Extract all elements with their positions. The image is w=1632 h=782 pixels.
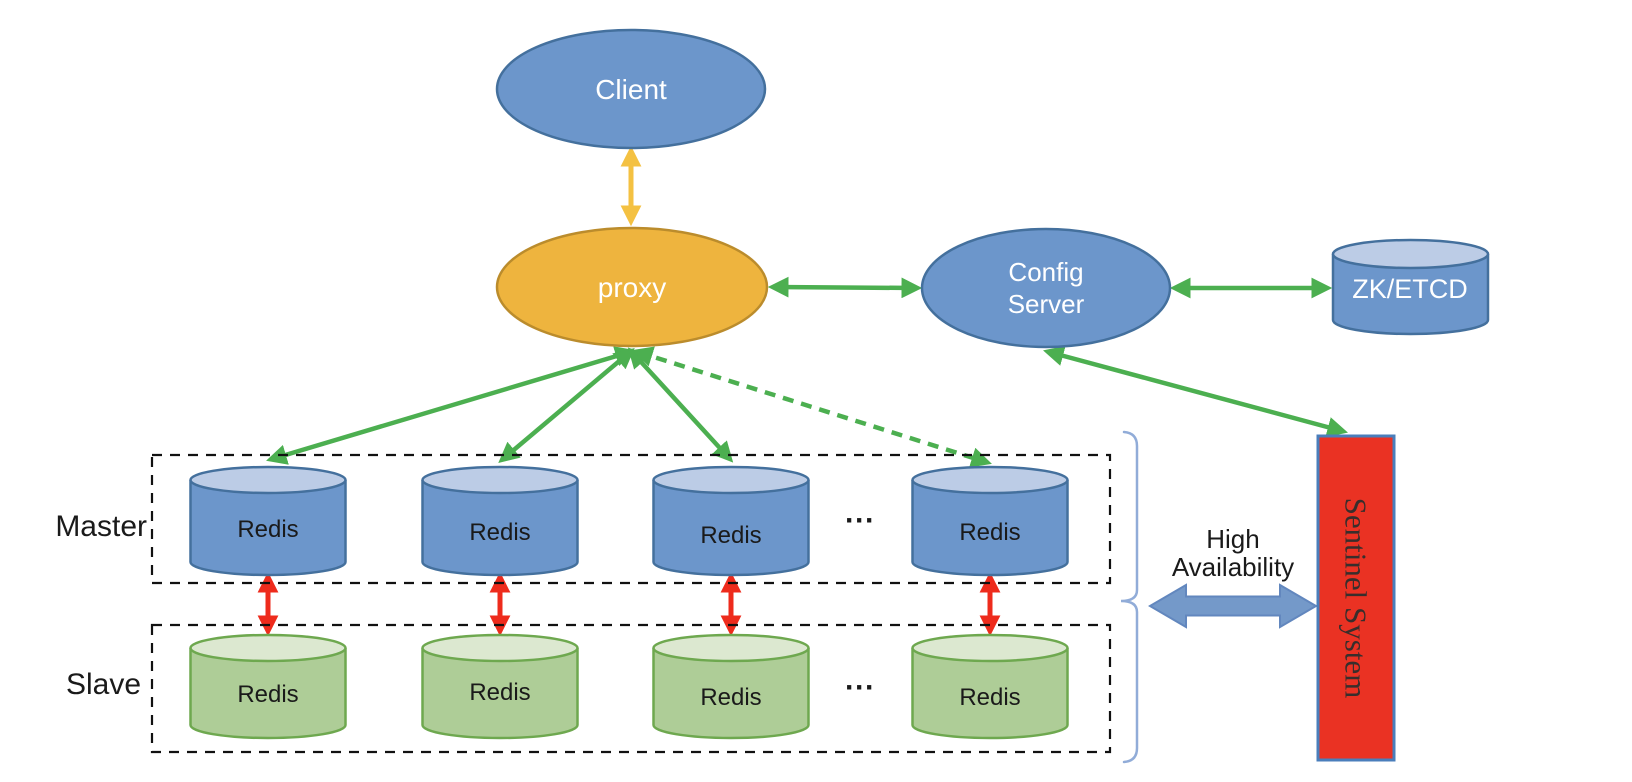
redis-master-3: Redis [652,465,810,577]
zk-etcd-cylinder-body [1331,254,1490,336]
master-ellipsis: ··· [845,504,875,537]
redis-master-1-top [189,465,347,495]
redis-master-4: Redis [911,465,1069,577]
high-availability-label-line2: Availability [1172,552,1294,582]
redis-slave-4-body [911,648,1069,740]
ha-group-brace [1120,430,1139,764]
master-row-label: Master [55,510,147,543]
redis-slave-2-label: Redis [469,679,530,706]
redis-slave-2-body [421,648,579,740]
slave-group-box [150,623,1112,754]
high-availability-arrow [1148,583,1318,629]
redis-slave-1-label: Redis [237,681,298,708]
redis-master-3-top [652,465,810,495]
redis-master-3-body [652,480,810,577]
config-server-label-line1: Config [1008,257,1083,287]
proxy-node [495,226,769,348]
redis-slave-3-top [652,633,810,663]
zk-etcd-cylinder: ZK/ETCD [1331,238,1490,336]
zk-etcd-cylinder-top [1331,238,1490,270]
redis-master-1-body [189,480,347,577]
redis-master-2-top [421,465,579,495]
zk-etcd-label: ZK/ETCD [1352,274,1468,304]
redis-master-4-body [911,480,1069,577]
redis-slave-3-body [652,648,810,740]
config-server-label-line2: Server [1008,289,1085,319]
redis-master-1-label: Redis [237,516,298,543]
proxy-configserver-arrow [767,276,923,299]
redis-slave-2-top [421,633,579,663]
sentinel-system-label: Sentinel System [1339,498,1374,699]
redis-slave-4-label: Redis [959,684,1020,711]
proxy-redis3-arrow [627,347,734,463]
sentinel-system-node [1316,434,1396,762]
redis-slave-1: Redis [189,633,347,740]
redis-slave-1-body [189,648,347,740]
slave-row-label: Slave [66,668,141,701]
proxy-redis2-arrow [498,347,635,464]
slave-ellipsis: ··· [845,671,875,704]
config-server-node [920,227,1172,349]
master-group-box [150,453,1112,585]
redis-slave-2: Redis [421,633,579,740]
redis-slave-3-label: Redis [700,684,761,711]
redis-master-1: Redis [189,465,347,577]
proxy-redis1-arrow [266,346,636,465]
client-node [495,28,767,150]
high-availability-label-line1: High [1206,524,1259,554]
redis-master-4-label: Redis [959,519,1020,546]
client-label: Client [595,74,667,105]
redis-master-4-top [911,465,1069,495]
redis-slave-4: Redis [911,633,1069,740]
redis-master-2: Redis [421,465,579,577]
configserver-sentinel-arrow [1043,345,1348,438]
proxy-label: proxy [598,272,666,303]
redis-master-3-label: Redis [700,522,761,549]
redis-slave-3: Redis [652,633,810,740]
redis-slave-4-top [911,633,1069,663]
redis-slave-1-top [189,633,347,663]
redis-master-2-label: Redis [469,519,530,546]
proxy-redis4-dashed-arrow [632,346,992,468]
redis-master-2-body [421,480,579,577]
